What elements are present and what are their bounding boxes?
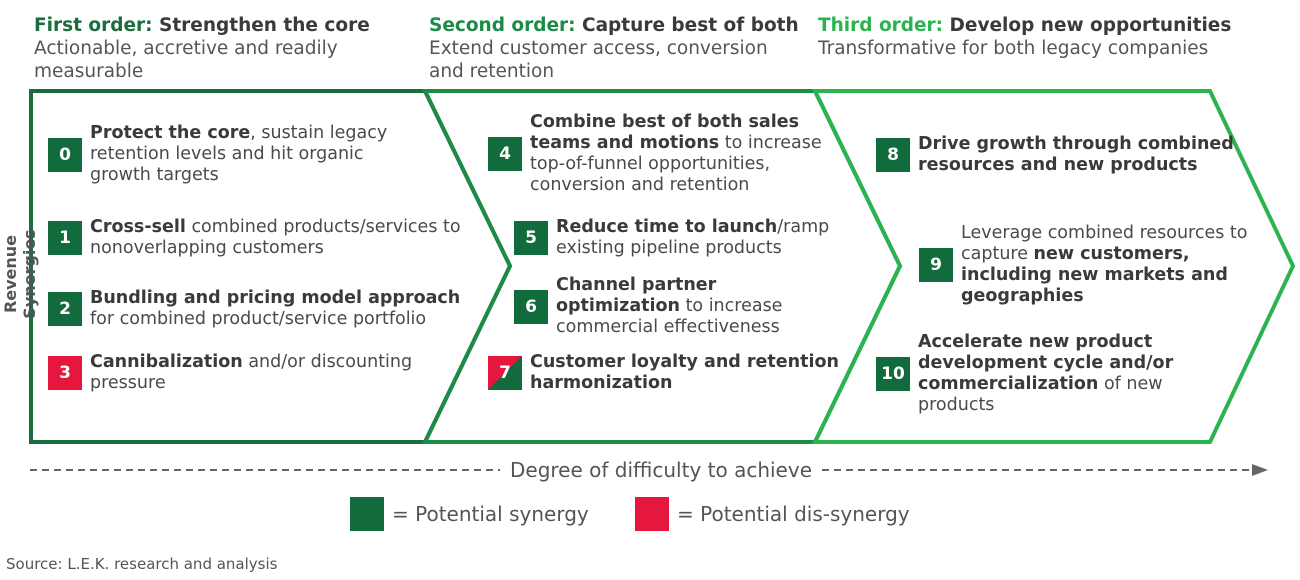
legend-swatch-dis-synergy	[635, 497, 669, 531]
dashed-arrow-icon	[30, 464, 1268, 476]
item-text: Reduce time to launch/ramp existing pipe…	[556, 217, 830, 258]
item-number-badge: 9	[919, 248, 953, 282]
synergy-item-8: 8 Drive growth through combined resource…	[876, 134, 1246, 176]
header-title: Develop new opportunities	[949, 15, 1232, 36]
item-text: Cross-sell combined products/services to…	[90, 217, 461, 258]
item-number-badge: 4	[488, 137, 522, 171]
synergy-item-9: 9 Leverage combined resources to capture…	[919, 223, 1259, 307]
synergy-item-0: 0 Protect the core, sustain legacy reten…	[48, 123, 418, 186]
header-second-order: Second order: Capture best of both Exten…	[429, 14, 799, 83]
axis-label: Degree of difficulty to achieve	[500, 456, 823, 484]
header-subtitle: Transformative for both legacy companies	[818, 38, 1209, 59]
item-number-badge: 8	[876, 138, 910, 172]
item-number-badge: 2	[48, 292, 82, 326]
header-first-order: First order: Strengthen the core Actiona…	[34, 14, 404, 83]
item-number-badge: 7	[488, 356, 522, 390]
item-number-badge: 10	[876, 357, 910, 391]
item-text: Leverage combined resources to capture n…	[961, 223, 1248, 306]
legend-label: = Potential synergy	[392, 502, 589, 526]
item-text: Protect the core, sustain legacy retenti…	[90, 123, 388, 185]
item-text: Cannibalization and/or discounting press…	[90, 352, 413, 393]
synergy-item-2: 2 Bundling and pricing model approach fo…	[48, 288, 478, 330]
item-text: Channel partner optimization to increase…	[556, 275, 783, 337]
item-number-badge: 6	[514, 289, 548, 324]
synergy-item-1: 1 Cross-sell combined products/services …	[48, 217, 478, 259]
header-order-label: Third order:	[818, 15, 944, 36]
header-subtitle: Actionable, accretive and readily measur…	[34, 38, 338, 82]
item-number-badge: 0	[48, 137, 82, 172]
synergy-item-5: 5 Reduce time to launch/ramp existing pi…	[514, 217, 854, 259]
item-text: Accelerate new product development cycle…	[918, 332, 1174, 415]
difficulty-axis: Degree of difficulty to achieve	[30, 456, 1270, 484]
header-order-label: First order:	[34, 15, 153, 36]
header-third-order: Third order: Develop new opportunities T…	[818, 14, 1288, 60]
item-text: Customer loyalty and retention harmoniza…	[530, 352, 839, 393]
synergy-item-3: 3 Cannibalization and/or discounting pre…	[48, 352, 448, 394]
synergy-item-4: 4 Combine best of both sales teams and m…	[488, 112, 848, 196]
item-text: Combine best of both sales teams and mot…	[530, 112, 822, 195]
item-number-badge: 5	[514, 221, 548, 255]
item-number-badge: 1	[48, 221, 82, 255]
chevron-third-order	[811, 89, 1296, 444]
synergy-item-7: 7 Customer loyalty and retention harmoni…	[488, 352, 848, 394]
y-axis-label: Revenue Synergies	[1, 229, 39, 319]
item-text: Bundling and pricing model approach for …	[90, 288, 461, 329]
header-subtitle: Extend customer access, conversion and r…	[429, 38, 768, 82]
synergy-item-6: 6 Channel partner optimization to increa…	[514, 275, 844, 338]
synergy-item-10: 10 Accelerate new product development cy…	[876, 332, 1176, 416]
legend-dis-synergy: = Potential dis-synergy	[635, 497, 910, 531]
header-title: Strengthen the core	[159, 15, 370, 36]
header-title: Capture best of both	[582, 15, 799, 36]
legend-label: = Potential dis-synergy	[677, 502, 910, 526]
item-number-badge: 3	[48, 356, 82, 390]
item-text: Drive growth through combined resources …	[918, 134, 1234, 175]
header-order-label: Second order:	[429, 15, 576, 36]
legend-swatch-synergy	[350, 497, 384, 531]
source-note: Source: L.E.K. research and analysis	[6, 555, 278, 573]
legend-synergy: = Potential synergy	[350, 497, 589, 531]
